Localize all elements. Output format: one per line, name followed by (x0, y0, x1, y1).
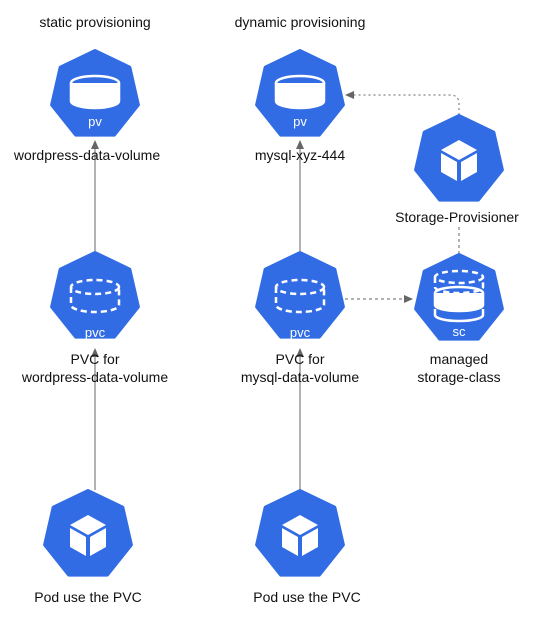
pvc-kind-label: pvc (290, 325, 311, 340)
static-pvc-node: pvc (50, 251, 140, 340)
connectors (91, 91, 460, 490)
stacked-storage-icon (433, 269, 485, 323)
pv-kind-label: pv (88, 114, 102, 129)
storage-class-node: sc (414, 253, 504, 341)
sc-kind-label: sc (453, 324, 467, 339)
cube-icon (282, 515, 318, 556)
static-provisioning-heading: static provisioning (39, 14, 150, 30)
cube-icon (70, 515, 106, 556)
dynamic-pv-caption: mysql-xyz-444 (255, 147, 345, 163)
storage-class-caption-line-1: managed (430, 351, 488, 367)
pv-kind-label: pv (293, 114, 307, 129)
storage-cylinder-icon (69, 74, 121, 110)
static-pod-caption: Pod use the PVC (34, 589, 141, 605)
storage-dashed-cylinder-icon (274, 278, 326, 314)
static-pvc-caption-line-2: wordpress-data-volume (21, 369, 168, 385)
static-pv-node: pv (50, 49, 140, 137)
heptagon-shape (255, 251, 345, 339)
storage-cylinder-icon (274, 74, 326, 110)
heptagon-shape (50, 251, 140, 339)
dynamic-pvc-caption-line-2: mysql-data-volume (241, 369, 359, 385)
dynamic-pv-node: pv (255, 49, 345, 137)
storage-provisioner-caption: Storage-Provisioner (395, 209, 519, 225)
static-pv-caption: wordpress-data-volume (13, 147, 160, 163)
storage-class-caption-line-2: storage-class (417, 369, 500, 385)
pvc-kind-label: pvc (85, 325, 106, 340)
storage-provisioner-node (414, 114, 504, 202)
dynamic-pod-node (255, 489, 345, 577)
storage-dashed-cylinder-icon (69, 278, 121, 314)
dynamic-provisioning-heading: dynamic provisioning (235, 14, 366, 30)
dynamic-pod-caption: Pod use the PVC (253, 589, 360, 605)
static-pod-node (43, 489, 133, 577)
provisioner-to-pv-arrow (345, 91, 460, 115)
cube-icon (441, 140, 477, 181)
dynamic-pvc-node: pvc (255, 251, 345, 340)
dynamic-pvc-caption-line-1: PVC for (275, 351, 324, 367)
static-pvc-caption-line-1: PVC for (70, 351, 119, 367)
